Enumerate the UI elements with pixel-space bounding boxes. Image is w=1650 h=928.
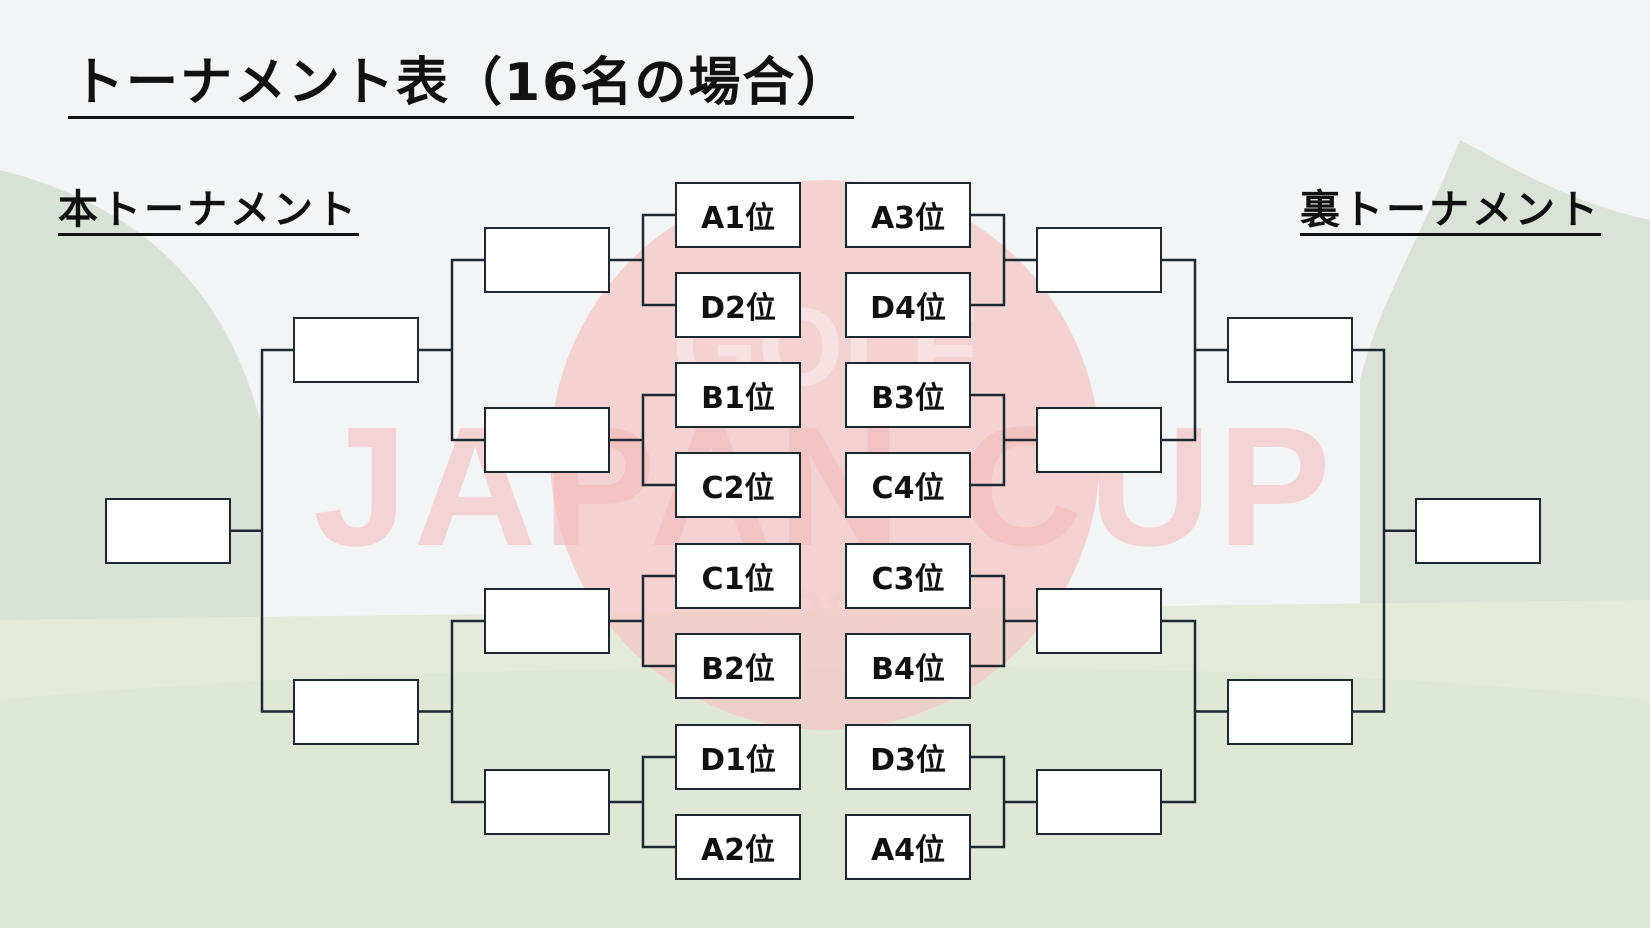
seed-box-right-6-label: B4位	[871, 652, 945, 687]
seed-box-right-4-label: C4位	[871, 471, 945, 506]
main-tournament-heading: 本トーナメント	[58, 187, 359, 236]
seed-box-left-4: C2位	[675, 452, 801, 518]
back-round3-box-1	[1227, 317, 1353, 383]
seed-box-right-3: B3位	[845, 362, 971, 428]
seed-box-right-7: D3位	[845, 724, 971, 790]
back-round2-box-4	[1036, 769, 1162, 835]
main-round2-box-2	[484, 407, 610, 473]
seed-box-right-5-label: C3位	[871, 562, 945, 597]
seed-box-left-1-label: A1位	[700, 201, 776, 236]
seed-box-right-1: A3位	[845, 182, 971, 248]
back-round2-box-2	[1036, 407, 1162, 473]
seed-box-left-8: A2位	[675, 814, 801, 880]
seed-box-right-7-label: D3位	[870, 743, 946, 778]
seed-box-left-8-label: A2位	[700, 833, 776, 868]
seed-box-left-3-label: B1位	[701, 381, 775, 416]
back-round3-box-2	[1227, 678, 1353, 745]
seed-box-right-5: C3位	[845, 543, 971, 609]
main-round3-box-2	[293, 678, 419, 745]
back-round2-box-3	[1036, 588, 1162, 654]
main-round2-box-4	[484, 769, 610, 835]
seed-box-left-2-label: D2位	[700, 291, 776, 326]
seed-box-right-8-label: A4位	[870, 833, 946, 868]
seed-box-right-8: A4位	[845, 814, 971, 880]
seed-box-left-2: D2位	[675, 272, 801, 338]
seed-box-left-4-label: C2位	[701, 471, 775, 506]
seed-box-left-7: D1位	[675, 724, 801, 790]
seed-box-right-2: D4位	[845, 272, 971, 338]
seed-box-left-5: C1位	[675, 543, 801, 609]
seed-box-left-3: B1位	[675, 362, 801, 428]
page-title: トーナメント表（16名の場合）	[68, 52, 855, 119]
seed-box-left-6: B2位	[675, 633, 801, 699]
back-final-box	[1415, 497, 1541, 564]
main-round2-box-1	[484, 227, 610, 293]
logo-japan-cup-text: JAPAN CUP	[313, 392, 1337, 582]
main-round3-box-1	[293, 317, 419, 383]
seed-box-left-5-label: C1位	[701, 562, 775, 597]
back-tournament-heading: 裏トーナメント	[1300, 187, 1601, 236]
seed-box-right-2-label: D4位	[870, 291, 946, 326]
seed-box-right-6: B4位	[845, 633, 971, 699]
seed-box-right-1-label: A3位	[870, 201, 946, 236]
seed-box-right-4: C4位	[845, 452, 971, 518]
seed-box-right-3-label: B3位	[871, 381, 945, 416]
seed-box-left-7-label: D1位	[700, 743, 776, 778]
main-round2-box-3	[484, 588, 610, 654]
seed-box-left-1: A1位	[675, 182, 801, 248]
seed-box-left-6-label: B2位	[701, 652, 775, 687]
back-round2-box-1	[1036, 227, 1162, 293]
main-final-box	[105, 497, 231, 564]
